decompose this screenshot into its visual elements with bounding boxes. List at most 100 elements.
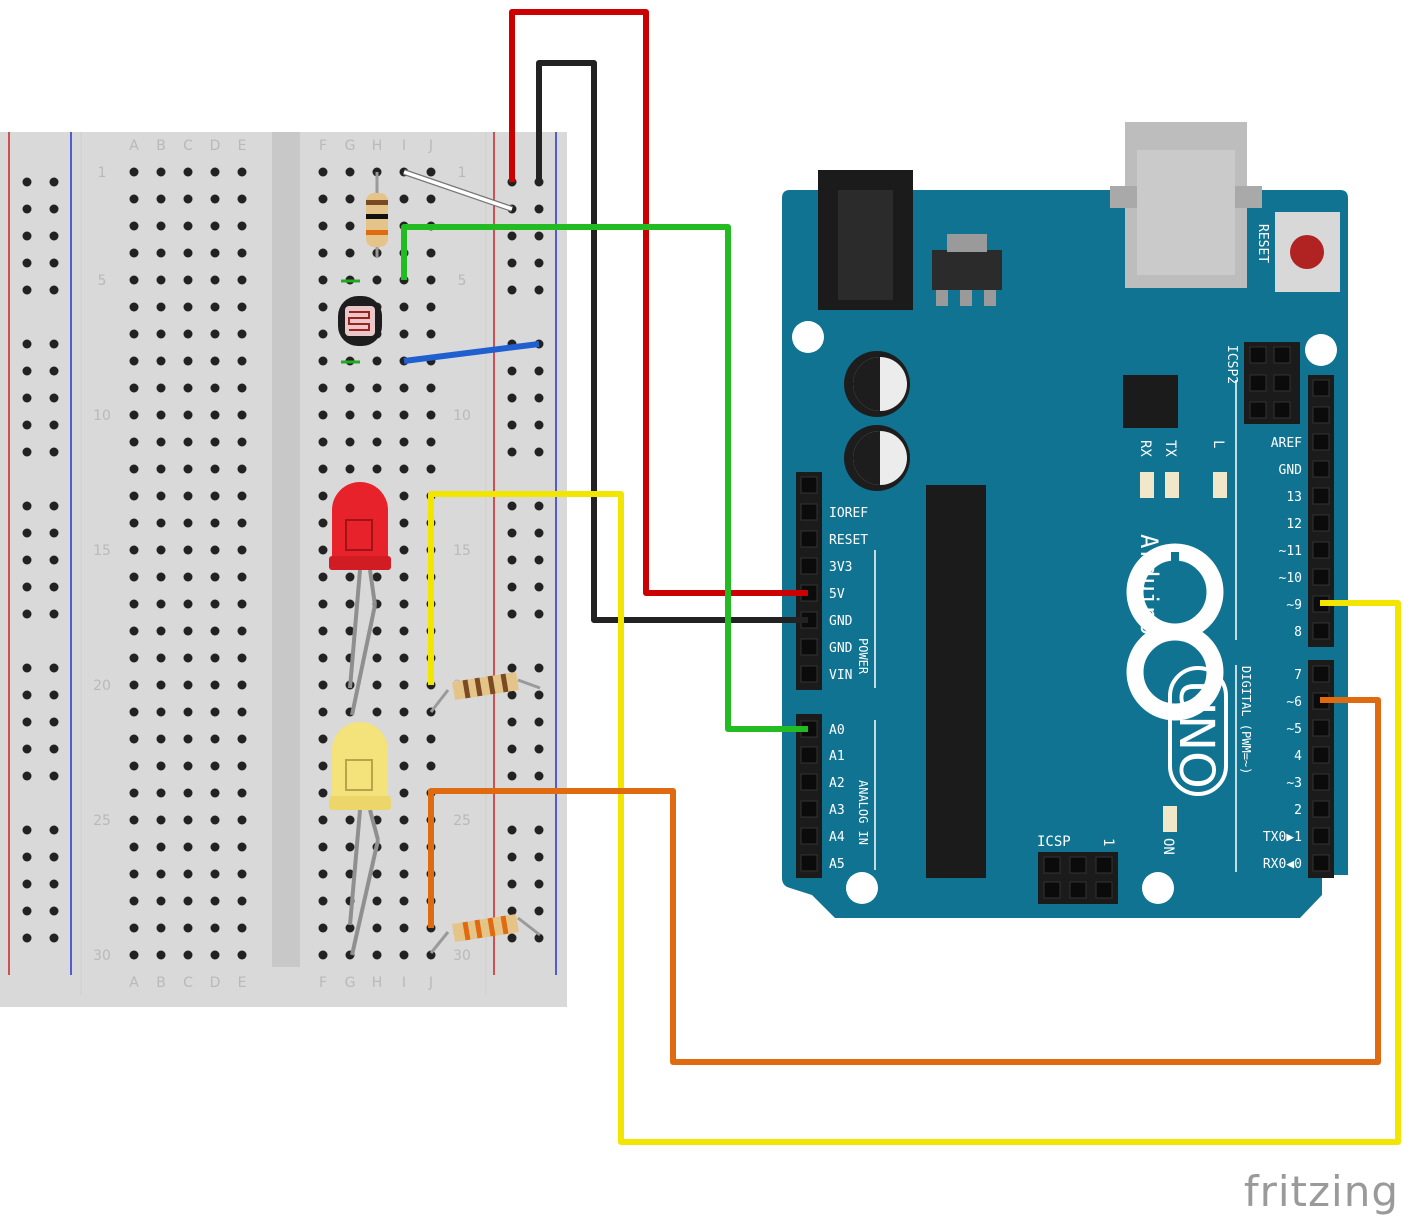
breadboard-hole — [372, 464, 382, 474]
analog-pin-label: A1 — [829, 749, 845, 764]
breadboard-hole — [129, 491, 139, 501]
breadboard-hole — [129, 248, 139, 258]
mount-hole — [846, 872, 878, 904]
breadboard-hole — [210, 734, 220, 744]
rail-hole — [507, 447, 517, 457]
breadboard-hole — [399, 329, 409, 339]
capacitor-2 — [844, 425, 910, 491]
breadboard-hole — [318, 680, 328, 690]
rail-hole — [534, 231, 544, 241]
breadboard-hole — [237, 275, 247, 285]
rail-hole — [22, 879, 32, 889]
rail-hole — [507, 366, 517, 376]
breadboard-hole — [237, 923, 247, 933]
breadboard-hole — [345, 221, 355, 231]
breadboard-hole — [210, 653, 220, 663]
breadboard-hole — [237, 680, 247, 690]
breadboard-hole — [399, 707, 409, 717]
rail-hole — [22, 690, 32, 700]
digital-pin-label: 4 — [1294, 749, 1302, 764]
header-pin — [1069, 881, 1087, 899]
breadboard-hole — [372, 707, 382, 717]
wire-5v-red — [509, 9, 808, 596]
rail-hole — [22, 528, 32, 538]
breadboard-hole — [129, 437, 139, 447]
rail-hole — [49, 879, 59, 889]
rail-hole — [534, 852, 544, 862]
rail-hole — [22, 609, 32, 619]
header-pin — [800, 557, 818, 575]
rail-hole — [534, 420, 544, 430]
breadboard-hole — [129, 275, 139, 285]
breadboard-hole — [399, 545, 409, 555]
breadboard-hole — [129, 707, 139, 717]
breadboard-hole — [129, 869, 139, 879]
header-pin — [1312, 800, 1330, 818]
breadboard-hole — [183, 545, 193, 555]
breadboard-hole — [129, 383, 139, 393]
breadboard-hole — [318, 599, 328, 609]
rail-hole — [534, 717, 544, 727]
breadboard-hole — [399, 869, 409, 879]
row-number: 30 — [453, 948, 471, 964]
breadboard-hole — [372, 356, 382, 366]
breadboard-hole — [426, 410, 436, 420]
breadboard-hole — [183, 815, 193, 825]
column-letter: C — [183, 975, 193, 991]
breadboard-hole — [399, 653, 409, 663]
breadboard-hole — [345, 248, 355, 258]
breadboard-center-channel — [272, 132, 300, 967]
red-led — [329, 482, 391, 716]
rail-hole — [507, 744, 517, 754]
breadboard-hole — [318, 815, 328, 825]
rail-hole — [534, 393, 544, 403]
breadboard-hole — [156, 410, 166, 420]
breadboard-hole — [318, 545, 328, 555]
digital-pin-label: 8 — [1294, 625, 1302, 640]
uno-badge — [1168, 666, 1228, 796]
breadboard-hole — [426, 734, 436, 744]
breadboard-hole — [129, 464, 139, 474]
breadboard-hole — [183, 626, 193, 636]
breadboard-hole — [129, 788, 139, 798]
led-label: TX — [1162, 440, 1178, 457]
mount-hole — [1305, 334, 1337, 366]
breadboard: AABBCCDDEEFFGGHHIIJJ11551010151520202525… — [0, 132, 567, 1007]
breadboard-hole — [237, 896, 247, 906]
rail-hole — [22, 231, 32, 241]
breadboard-hole — [183, 167, 193, 177]
led-label: L — [1210, 440, 1226, 448]
breadboard-hole — [399, 572, 409, 582]
breadboard-hole — [156, 329, 166, 339]
breadboard-hole — [156, 248, 166, 258]
breadboard-hole — [372, 896, 382, 906]
breadboard-hole — [318, 410, 328, 420]
breadboard-hole — [210, 383, 220, 393]
column-letter: G — [345, 138, 356, 154]
breadboard-hole — [210, 842, 220, 852]
row-number: 5 — [458, 273, 467, 289]
header-pin — [1312, 541, 1330, 559]
breadboard-hole — [318, 707, 328, 717]
yellow-led-resistor — [429, 914, 541, 954]
rail-hole — [507, 663, 517, 673]
breadboard-hole — [345, 599, 355, 609]
rail-hole — [534, 555, 544, 565]
yellow-led — [329, 722, 391, 956]
breadboard-hole — [183, 302, 193, 312]
breadboard-hole — [156, 653, 166, 663]
digital-pin-label: 2 — [1294, 803, 1302, 818]
rail-hole — [507, 771, 517, 781]
breadboard-hole — [210, 167, 220, 177]
breadboard-hole — [318, 437, 328, 447]
rail-hole — [49, 717, 59, 727]
rail-hole — [507, 906, 517, 916]
photoresistor — [338, 279, 382, 364]
rail-hole — [534, 258, 544, 268]
breadboard-hole — [210, 275, 220, 285]
row-number: 30 — [93, 948, 111, 964]
breadboard-hole — [183, 869, 193, 879]
rail-hole — [507, 690, 517, 700]
red-led-resistor — [429, 672, 541, 713]
breadboard-hole — [183, 842, 193, 852]
